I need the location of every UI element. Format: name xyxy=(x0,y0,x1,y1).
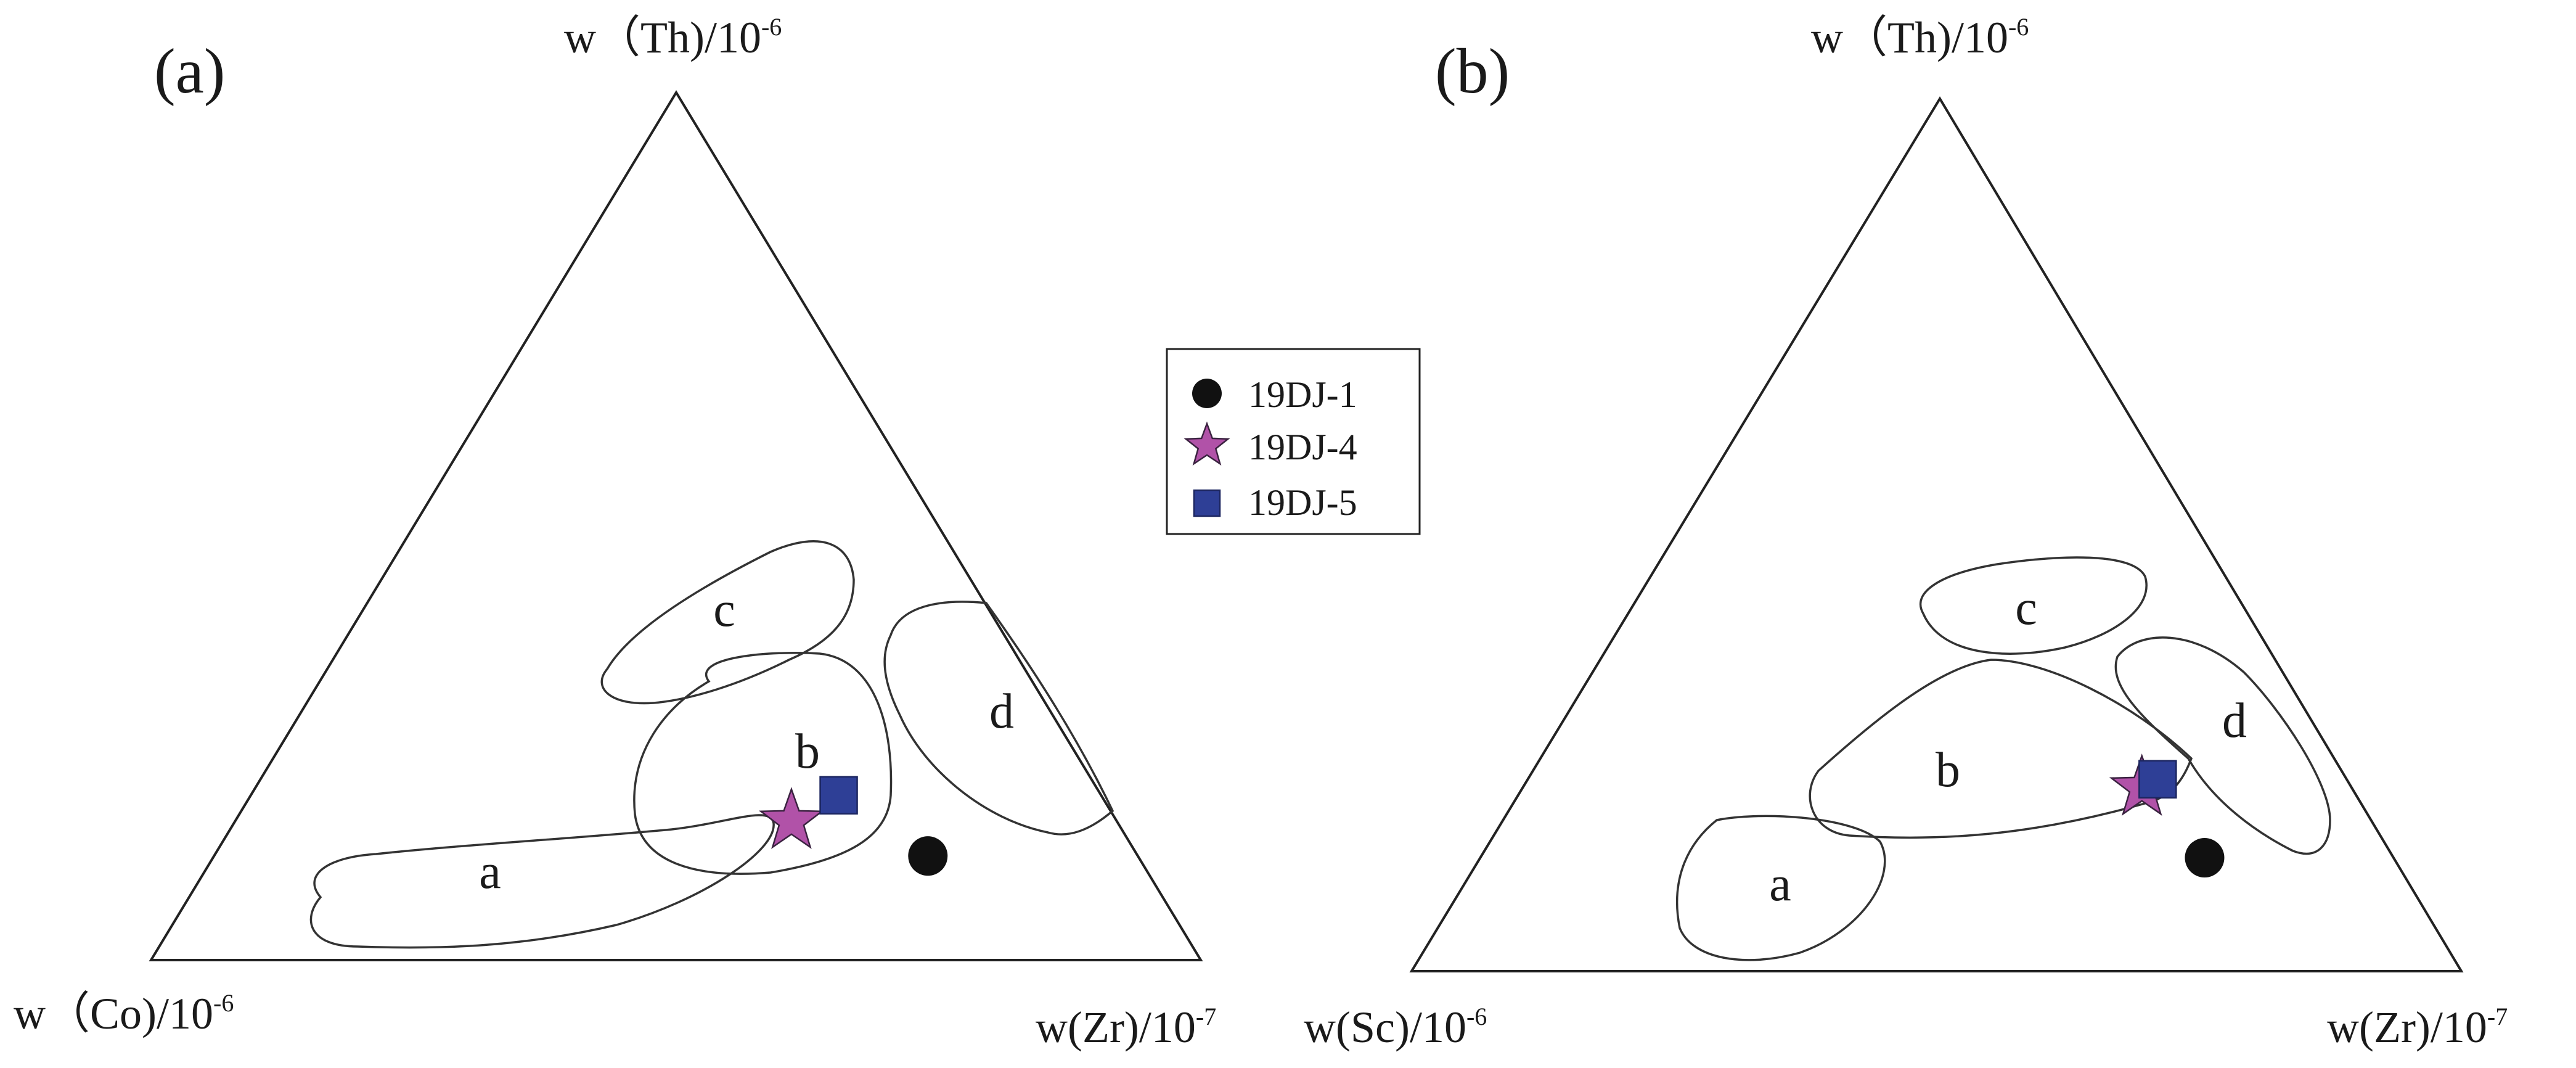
panel-b-top-axis-label: w（Th)/10-6 xyxy=(1811,13,2029,62)
panel-b-field-d-label: d xyxy=(2222,694,2247,748)
panel-a-field-b-outline xyxy=(633,652,893,875)
panel-b-field-a-label: a xyxy=(1769,857,1791,911)
legend-label-19dj-1: 19DJ-1 xyxy=(1248,374,1357,415)
data-point-19dj-1 xyxy=(2185,838,2225,878)
legend-label-19dj-4: 19DJ-4 xyxy=(1248,427,1357,467)
panel-a-points xyxy=(758,776,948,876)
panel-a: (a) a b c d w（Th)/10-6 w（Co)/10-6 w(Zr)/… xyxy=(14,13,1216,1052)
legend-marker-19dj-4 xyxy=(1184,421,1230,466)
panel-b-left-axis-label: w(Sc)/10-6 xyxy=(1304,1003,1487,1052)
panel-a-field-b-label: b xyxy=(795,725,820,779)
panel-b-points xyxy=(2109,754,2225,878)
panel-b-field-d-outline xyxy=(2114,636,2331,855)
panel-a-left-axis-label: w（Co)/10-6 xyxy=(14,989,234,1038)
data-point-19dj-1 xyxy=(908,836,948,876)
data-point-19dj-4 xyxy=(758,787,824,849)
panel-a-field-d-label: d xyxy=(989,684,1014,739)
panel-a-field-c-outline xyxy=(600,540,855,705)
panel-a-field-a-label: a xyxy=(479,845,501,899)
panel-b-field-b-label: b xyxy=(1936,743,1960,797)
panel-b-field-a-outline xyxy=(1675,815,1886,961)
panel-b-right-axis-label: w(Zr)/10-7 xyxy=(2327,1003,2508,1052)
panel-a-field-d-outline xyxy=(883,601,1114,836)
legend: 19DJ-1 19DJ-4 19DJ-5 xyxy=(1166,348,1421,535)
panel-b-field-b-outline xyxy=(1809,659,2193,839)
panel-b-label: (b) xyxy=(1435,36,1510,107)
panel-a-field-a-outline xyxy=(309,814,775,949)
panel-b-field-c-label: c xyxy=(2015,581,2037,635)
panel-a-triangle xyxy=(149,90,1203,961)
data-point-19dj-5 xyxy=(819,776,858,815)
panel-a-right-axis-label: w(Zr)/10-7 xyxy=(1036,1003,1216,1052)
panel-a-label: (a) xyxy=(154,36,225,107)
legend-marker-19dj-1 xyxy=(1192,379,1222,408)
panel-a-top-axis-label: w（Th)/10-6 xyxy=(564,13,782,62)
data-point-19dj-5 xyxy=(2138,760,2177,799)
legend-label-19dj-5: 19DJ-5 xyxy=(1248,482,1357,523)
panel-b-field-c-outline xyxy=(1919,556,2148,655)
panel-b-triangle xyxy=(1409,96,2464,972)
panel-b: (b) a b c d w（Th)/10-6 w(Sc)/10-6 w(Zr)/… xyxy=(1304,13,2508,1052)
legend-marker-19dj-5 xyxy=(1193,489,1221,517)
panel-a-field-c-label: c xyxy=(713,583,735,637)
